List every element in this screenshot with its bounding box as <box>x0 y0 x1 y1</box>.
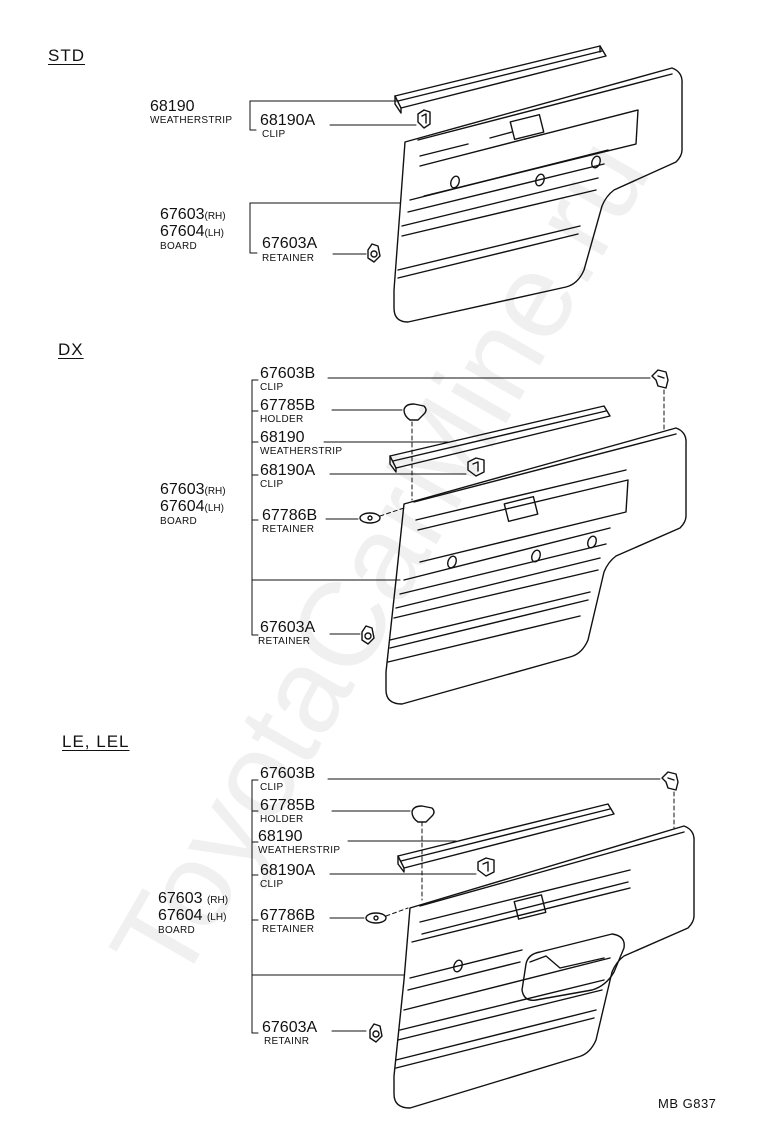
std-group <box>249 45 683 323</box>
section-title-dx: DX <box>58 340 84 359</box>
dx-board-lh-side: (LH) <box>204 503 224 514</box>
std-weatherstrip-name: WEATHERSTRIP <box>150 115 233 126</box>
le-clip-b-number: 67603B <box>260 765 316 782</box>
dx-retainer-b-number: 67786B <box>262 507 318 524</box>
dx-retainer-67603a-drawing <box>361 625 375 645</box>
dx-clip-68190a-drawing <box>467 457 485 477</box>
dx-clip-b-number: 67603B <box>260 365 316 382</box>
std-clip-name: CLIP <box>262 129 286 140</box>
std-board-lh-number: 67604 <box>160 223 205 240</box>
std-leader-lines <box>249 100 417 255</box>
section-title-std: STD <box>48 46 85 65</box>
std-retainer-name: RETAINER <box>262 253 315 264</box>
dx-holder-number: 67785B <box>260 397 316 414</box>
std-board-rh-side: (RH) <box>204 211 226 222</box>
le-retainer-67786b-drawing <box>365 912 387 924</box>
le-board-lh: 67604 (LH) <box>158 908 226 926</box>
dx-board-lh-number: 67604 <box>160 498 205 515</box>
dx-weatherstrip-name: WEATHERSTRIP <box>260 446 343 457</box>
std-door-board-drawing <box>393 67 683 323</box>
le-leader-lines <box>251 778 675 1034</box>
dx-board-rh: 67603(RH) <box>160 482 226 500</box>
dx-clip-a-number: 68190A <box>260 462 316 479</box>
le-retainer-b-name: RETAINER <box>262 924 315 935</box>
dx-retainer-a-number: 67603A <box>260 619 316 636</box>
figure-code: MB G837 <box>658 1096 717 1111</box>
le-board-rh: 67603 (RH) <box>158 891 228 909</box>
dx-board-rh-side: (RH) <box>204 486 226 497</box>
std-board-lh: 67604(LH) <box>160 224 224 242</box>
std-clip-number: 68190A <box>260 112 316 129</box>
dx-clip-b-name: CLIP <box>260 382 284 393</box>
le-clip-a-name: CLIP <box>260 879 284 890</box>
le-retainer-67603a-drawing <box>369 1023 383 1043</box>
le-board-rh-number: 67603 <box>158 890 203 907</box>
le-retainer-a-name: RETAINR <box>264 1036 310 1047</box>
dx-weatherstrip-drawing <box>389 405 611 473</box>
dx-holder-name: HOLDER <box>260 414 304 425</box>
le-clip-67603b-drawing <box>661 771 679 791</box>
std-board-lh-side: (LH) <box>204 228 224 239</box>
section-title-le-lel: LE, LEL <box>62 732 130 751</box>
std-board-name: BOARD <box>160 241 198 252</box>
le-board-rh-side: (RH) <box>206 895 229 906</box>
dx-retainer-67786b-drawing <box>359 512 381 524</box>
dx-retainer-a-name: RETAINER <box>258 636 311 647</box>
std-clip-68190a-drawing <box>417 109 431 129</box>
le-retainer-a-number: 67603A <box>262 1019 318 1036</box>
dx-board-name: BOARD <box>160 516 198 527</box>
le-board-name: BOARD <box>158 925 196 936</box>
std-board-rh-number: 67603 <box>160 206 205 223</box>
dx-door-board-drawing <box>385 427 687 705</box>
le-clip-b-name: CLIP <box>260 782 284 793</box>
le-weatherstrip-number: 68190 <box>258 828 303 845</box>
dx-board-rh-number: 67603 <box>160 481 205 498</box>
dx-leader-lines <box>251 377 665 636</box>
le-group <box>251 771 695 1109</box>
le-weatherstrip-drawing <box>397 803 615 873</box>
le-board-lh-side: (LH) <box>206 912 227 923</box>
dx-board-lh: 67604(LH) <box>160 499 224 517</box>
dx-group <box>251 369 687 705</box>
le-holder-number: 67785B <box>260 797 316 814</box>
std-weatherstrip-number: 68190 <box>150 98 195 115</box>
dx-clip-67603b-drawing <box>651 369 669 389</box>
dx-holder-67785b-drawing <box>403 403 427 421</box>
le-clip-a-number: 68190A <box>260 862 316 879</box>
le-clip-68190a-drawing <box>477 857 495 877</box>
std-weatherstrip-drawing <box>394 45 607 114</box>
std-board-rh: 67603(RH) <box>160 207 226 225</box>
dx-weatherstrip-number: 68190 <box>260 429 305 446</box>
le-holder-name: HOLDER <box>260 814 304 825</box>
le-holder-67785b-drawing <box>411 805 435 823</box>
le-door-board-drawing <box>393 825 695 1109</box>
std-retainer-number: 67603A <box>262 235 318 252</box>
le-retainer-b-number: 67786B <box>260 907 316 924</box>
dx-retainer-b-name: RETAINER <box>262 524 315 535</box>
le-weatherstrip-name: WEATHERSTRIP <box>258 845 341 856</box>
le-board-lh-number: 67604 <box>158 907 203 924</box>
std-retainer-67603a-drawing <box>367 243 381 263</box>
dx-clip-a-name: CLIP <box>260 479 284 490</box>
